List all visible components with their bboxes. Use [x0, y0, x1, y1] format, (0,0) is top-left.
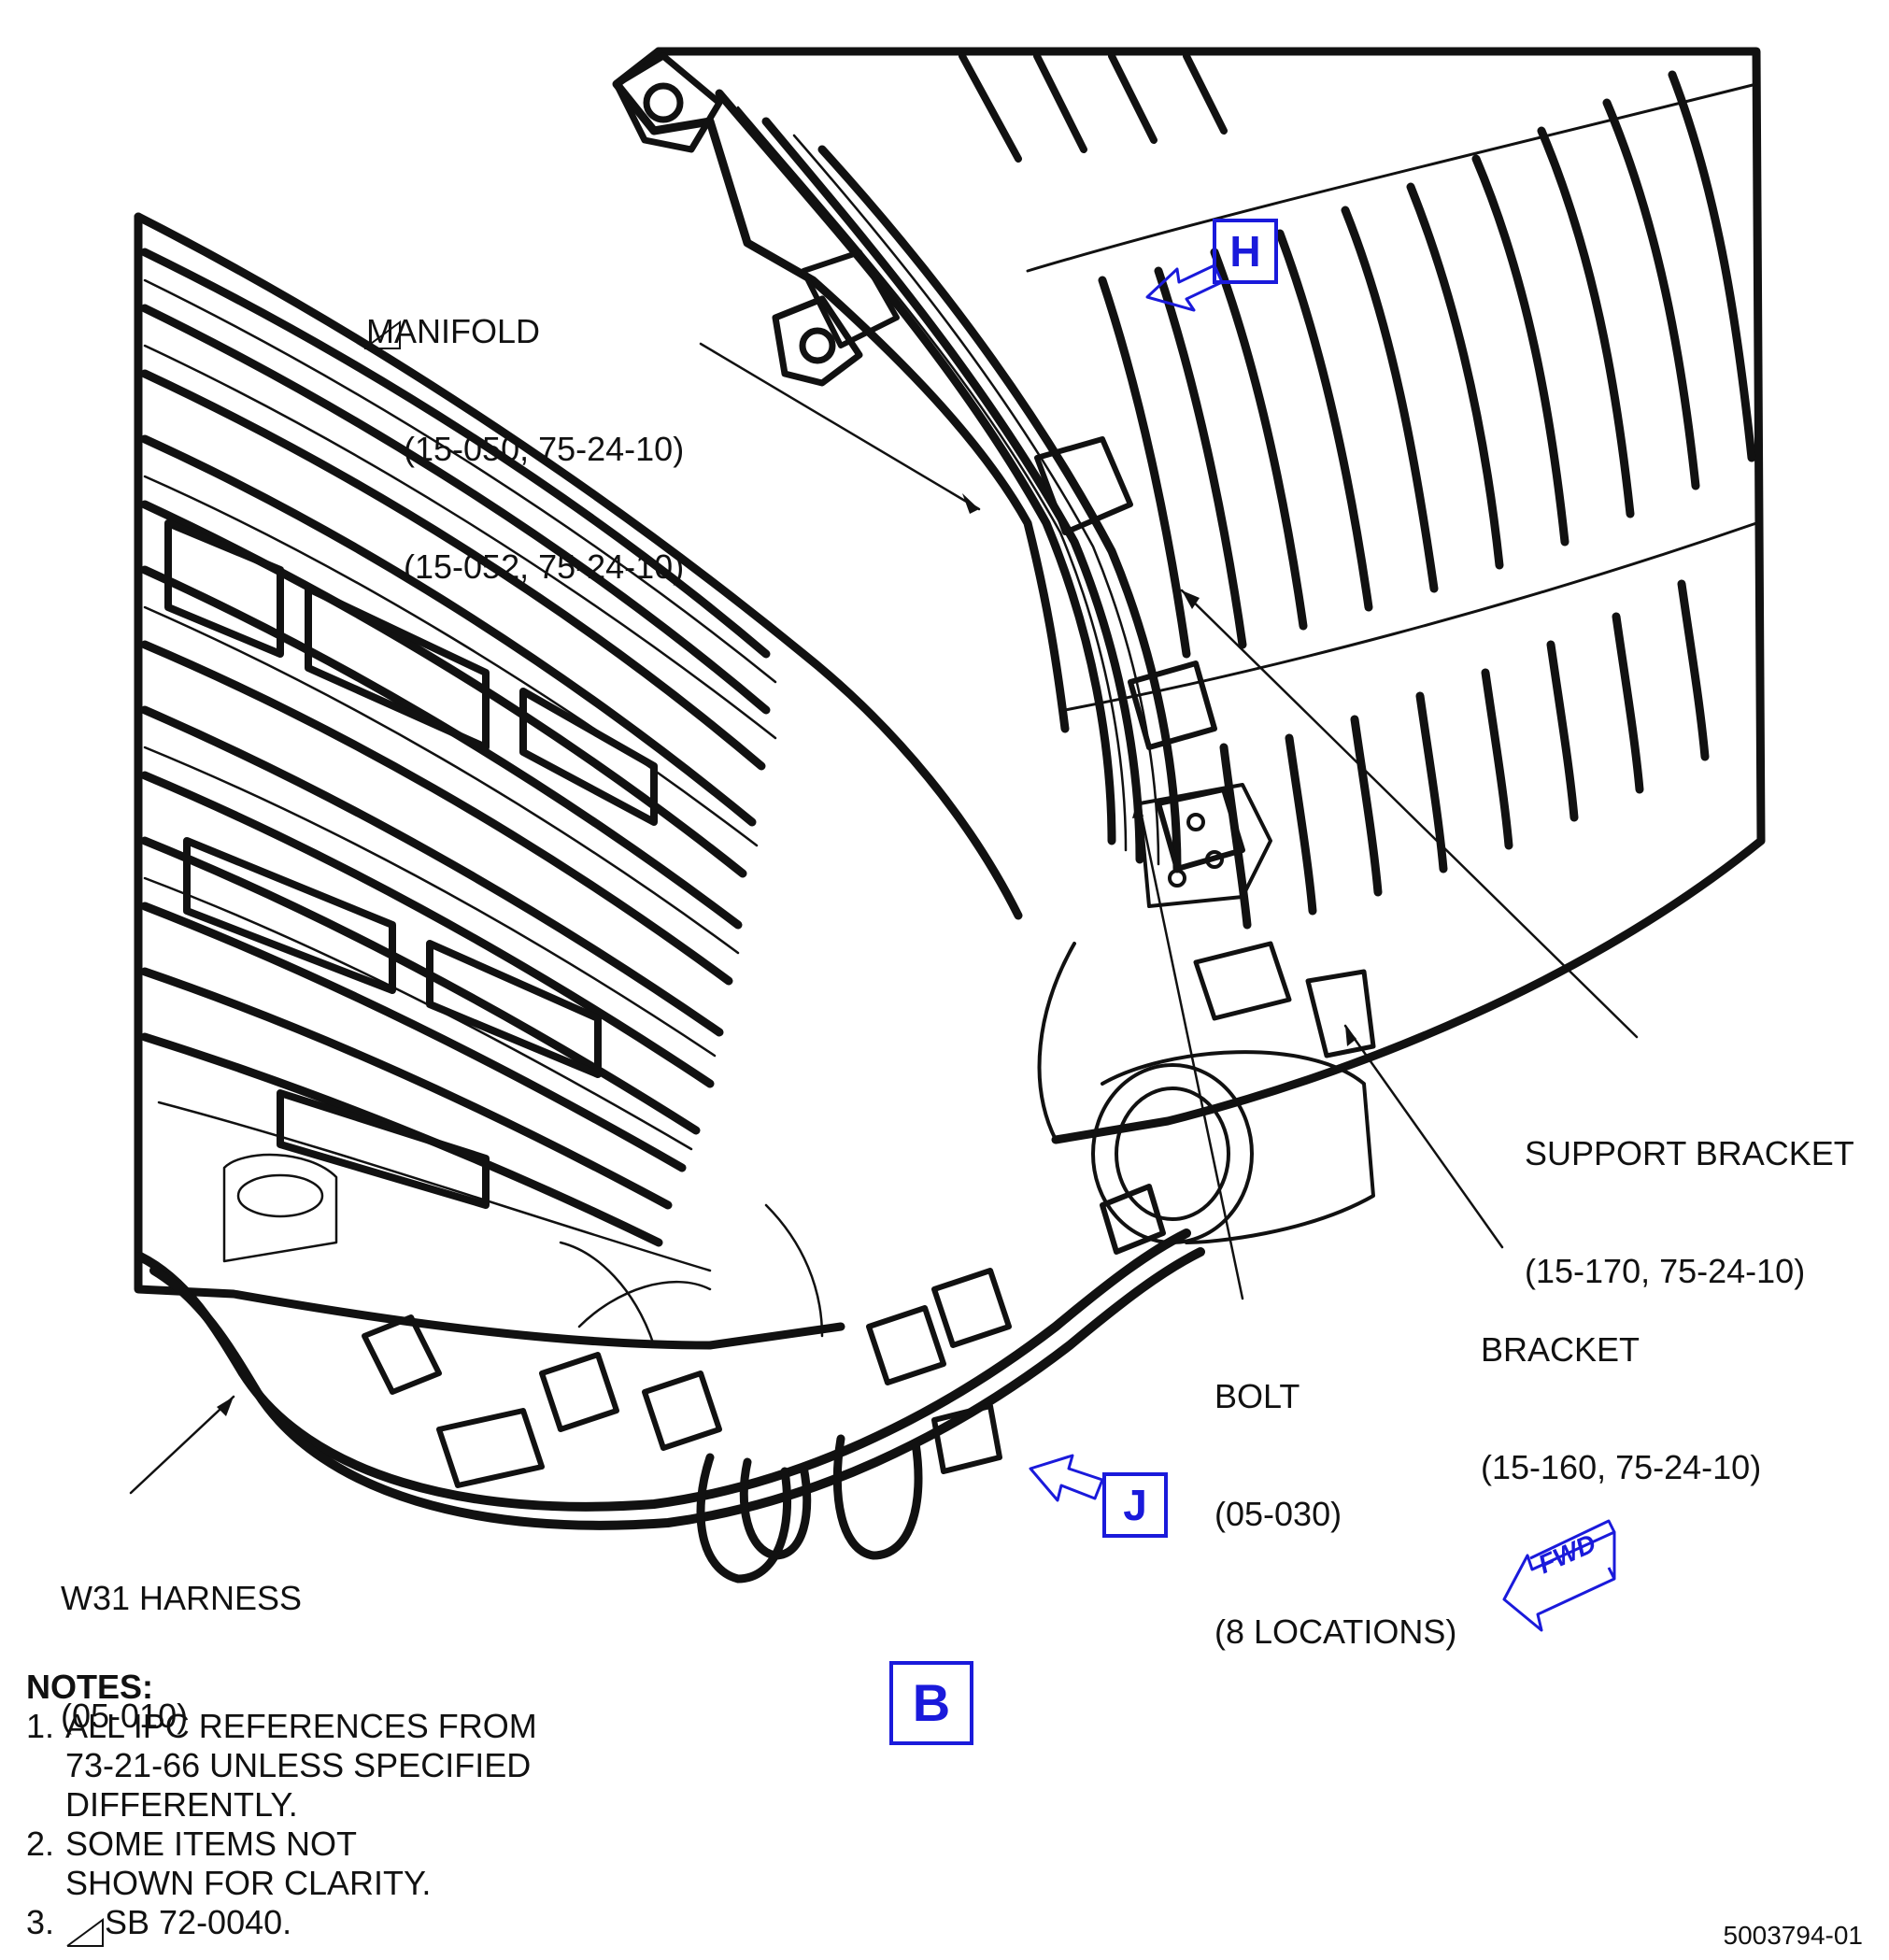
note-line: 73-21-66 UNLESS SPECIFIED: [65, 1746, 532, 1784]
note-number: 3.: [26, 1903, 55, 1941]
note-line: SB 72-0040.: [105, 1903, 292, 1941]
manifold-label: MANIFOLD (15-050, 75-24-10) (15-052, 75-…: [366, 234, 684, 665]
upper-case-left-edge: [612, 47, 1070, 733]
note-line: DIFFERENTLY.: [65, 1785, 298, 1824]
upper-case-inner-arc: [1026, 82, 1758, 273]
upper-strut-bars: [959, 52, 1228, 163]
w31-harness-label-name: W31 HARNESS: [61, 1579, 303, 1617]
harness-detail-lines: [222, 1153, 824, 1347]
leader-arrowheads: [217, 493, 1356, 1416]
view-arrow-j-icon: [1029, 1454, 1104, 1502]
harness-brackets: [362, 1184, 1166, 1488]
manifold-label-name: MANIFOLD: [366, 312, 541, 350]
notes-block: NOTES: 1. ALL IPC REFERENCES FROM 73-21-…: [26, 1668, 537, 1942]
view-label-b: B: [889, 1661, 973, 1745]
bracket-label: BRACKET (15-160, 75-24-10): [1481, 1252, 1761, 1566]
manifold-label-ref1: (15-050, 75-24-10): [404, 430, 685, 468]
fwd-arrow-icon: [1502, 1519, 1616, 1632]
right-drum-ribs: [1098, 70, 1756, 659]
duct: [1037, 942, 1375, 1244]
bracket-label-ref: (15-160, 75-24-10): [1481, 1448, 1762, 1486]
bracket-label-name: BRACKET: [1481, 1330, 1640, 1369]
note-number: 1.: [26, 1707, 55, 1745]
harness-loops: [696, 1434, 923, 1584]
left-case-top-edge: [134, 212, 1023, 920]
bolt-label-qty: (8 LOCATIONS): [1214, 1612, 1457, 1651]
upper-case-lower-arc: [1063, 521, 1758, 712]
support-bracket-label: SUPPORT BRACKET (15-170, 75-24-10): [1525, 1056, 1854, 1370]
note-line: SOME ITEMS NOT: [65, 1825, 358, 1863]
note-line: ALL IPC REFERENCES FROM: [65, 1707, 537, 1745]
manifold-thin-lines: [736, 106, 1160, 866]
upper-case-outline: [654, 47, 1766, 1144]
manifold-label-ref2: (15-052, 75-24-10): [404, 547, 685, 586]
manifold-pipes: [715, 89, 1182, 873]
left-case-outline: [134, 212, 845, 1350]
support-bracket: [1138, 783, 1272, 908]
drawing-number: 5003794-01: [1723, 1921, 1863, 1950]
bolt-label: BOLT (05-030) (8 LOCATIONS): [1214, 1299, 1456, 1730]
leader-lines: [129, 342, 1639, 1495]
bolt-label-ref: (05-030): [1214, 1495, 1342, 1533]
w31-harness-label-ref: (05-010): [61, 1697, 189, 1735]
left-panel-bands: [140, 248, 771, 1247]
note-item-2: 2. SOME ITEMS NOT SHOWN FOR CLARITY.: [26, 1825, 537, 1903]
view-label-h: H: [1213, 219, 1278, 284]
delta-symbol-icon: [66, 320, 401, 1947]
view-label-j: J: [1102, 1472, 1168, 1538]
top-flanges: [613, 52, 863, 387]
right-drum-lower-ribs: [1219, 579, 1710, 930]
notes-heading: NOTES:: [26, 1668, 154, 1706]
w31-harness: [135, 1229, 1205, 1530]
view-arrow-h-icon: [1145, 263, 1224, 312]
note-number: 2.: [26, 1825, 55, 1863]
support-bracket-label-name: SUPPORT BRACKET: [1525, 1134, 1854, 1172]
w31-harness-label: W31 HARNESS (05-010): [61, 1500, 302, 1814]
bolt-label-name: BOLT: [1214, 1377, 1300, 1415]
support-bracket-label-ref: (15-170, 75-24-10): [1525, 1252, 1806, 1290]
left-panel-windows: [164, 519, 658, 1209]
left-guide-curves: [143, 278, 777, 1272]
note-line: SHOWN FOR CLARITY.: [65, 1864, 432, 1902]
bracket: [1193, 941, 1376, 1058]
note-item-1: 1. ALL IPC REFERENCES FROM 73-21-66 UNLE…: [26, 1707, 537, 1825]
manifold-brackets: [801, 249, 1245, 872]
note-item-3: 3. SB 72-0040.: [26, 1903, 537, 1942]
